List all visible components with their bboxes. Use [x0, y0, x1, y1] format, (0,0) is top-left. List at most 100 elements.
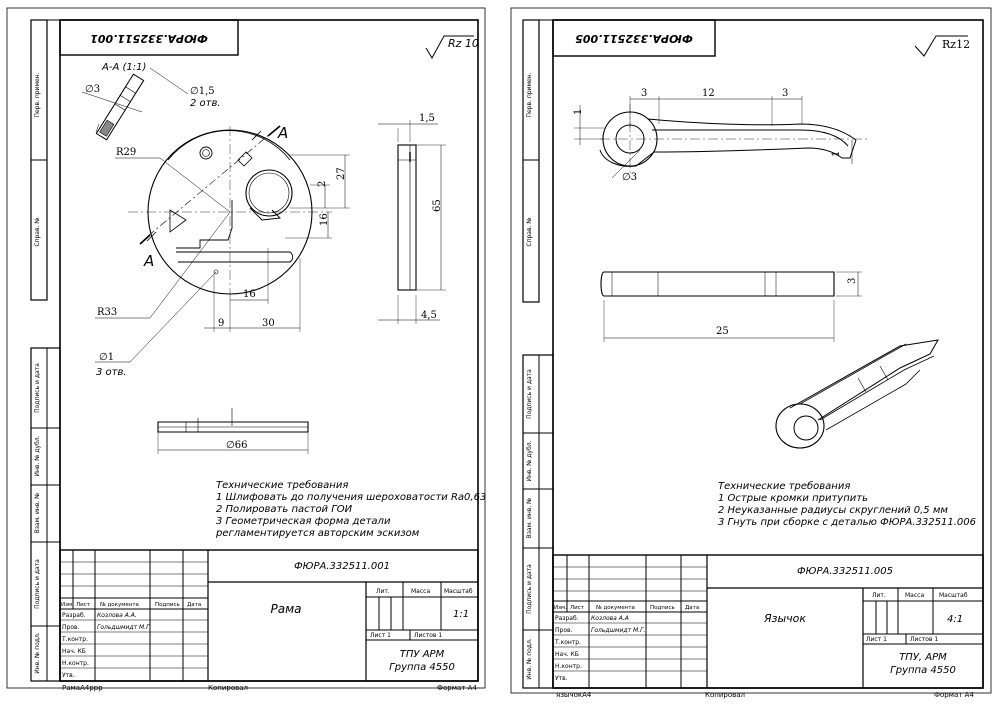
sheet1-dim16-horizontal: 16: [243, 289, 256, 300]
sheet1-req-line: 3 Геометрическая форма детали: [216, 516, 391, 527]
stamp-group: Группа 4550: [389, 662, 455, 673]
sheet2-req-line: 2 Неуказанные радиусы скруглений 0,5 мм: [718, 505, 948, 516]
stamp-sheets: Листов 1: [910, 636, 938, 643]
sheet1-holes3: 3 отв.: [96, 367, 127, 378]
sheet1-dim65: 65: [432, 199, 443, 212]
sheet1-dim2: 2: [317, 181, 328, 187]
stamp-header: Дата: [187, 602, 201, 608]
footer-filename: РамаА4ррр: [62, 684, 103, 692]
sheet1-dim16-vertical: 16: [319, 213, 330, 226]
side-label: Взам. инв. №: [34, 493, 41, 534]
sheet2-stamp-name: Язычок: [763, 612, 806, 625]
side-label: Подпись и дата: [526, 564, 533, 614]
sheet2-stamp-code: ФЮРА.332511.005: [797, 566, 893, 577]
sheet1-req-line: 2 Полировать пастой ГОИ: [216, 504, 353, 515]
sheet2-dim3c: 3: [847, 278, 858, 284]
stamp-header: Подпись: [155, 602, 180, 608]
side-label: Перв. примен.: [34, 72, 41, 117]
stamp-role: Пров.: [62, 624, 80, 631]
sheet1-dim9: 9: [218, 318, 224, 329]
stamp-person: Гольдшмидт М.Г.: [591, 627, 645, 634]
stamp-role: Т.контр.: [554, 639, 581, 646]
stamp-header: Масса: [411, 588, 430, 595]
stamp-person: Гольдшмидт М.Г.: [97, 624, 151, 631]
stamp-org: ТПУ, АРМ: [899, 652, 947, 663]
sheet1-cut-a-bottom: А: [143, 252, 154, 270]
sheet2-code-mirrored: ФЮРА.332511.005: [575, 32, 693, 45]
side-label: Подпись и дата: [526, 369, 533, 419]
sheet-1-labels: ФЮРА.332511.001 Rz 10 А-А (1:1) ∅3 ∅1,5 …: [34, 32, 486, 692]
stamp-org: ТПУ АРМ: [400, 649, 445, 660]
stamp-header: Изм.: [554, 605, 567, 611]
sheet1-stamp-code: ФЮРА.332511.001: [294, 561, 390, 572]
stamp-role: Пров.: [555, 627, 573, 634]
sheet1-cut-a-top: А: [277, 124, 288, 142]
sheet1-dia15: ∅1,5: [190, 86, 215, 97]
side-label: Перв. примен.: [526, 72, 533, 117]
footer-format: Формат А4: [437, 684, 477, 692]
side-label: Взам. инв. №: [526, 498, 533, 539]
stamp-role: Утв.: [62, 672, 75, 679]
stamp-role: Нач. КБ: [62, 648, 86, 655]
stamp-header: Дата: [685, 605, 699, 611]
footer-copy: Копировал: [208, 684, 248, 692]
side-label: Подпись и дата: [34, 559, 41, 609]
stamp-role: Разраб.: [555, 615, 579, 622]
sheet1-req-title: Технические требования: [216, 479, 348, 491]
sheet2-dim1a: 1: [573, 109, 584, 115]
sheet1-roughness: Rz 10: [448, 37, 479, 50]
stamp-role: Н.контр.: [555, 663, 582, 670]
sheet1-dim1-5: 1,5: [419, 113, 435, 124]
sheet2-roughness: Rz12: [942, 38, 970, 51]
stamp-scale: 4:1: [947, 614, 963, 625]
sheet1-dim27: 27: [336, 167, 347, 180]
stamp-group: Группа 4550: [890, 665, 956, 676]
sheet1-dim30: 30: [262, 318, 275, 329]
sheet1-dia1: ∅1: [99, 352, 114, 363]
stamp-header: Лит.: [376, 588, 390, 595]
side-label: Инв. № дубл.: [526, 440, 533, 481]
sheet1-r29: R29: [116, 147, 136, 158]
sheet1-code-mirrored: ФЮРА.332511.001: [90, 32, 208, 45]
sheet2-req-line: 3 Гнуть при сборке с деталью ФЮРА.332511…: [718, 516, 976, 528]
sheet-1: [6, 7, 486, 689]
sheet-2: [510, 7, 992, 694]
footer-format: Формат А4: [934, 691, 974, 699]
stamp-role: Нач. КБ: [555, 651, 579, 658]
stamp-role: Утв.: [555, 675, 568, 682]
sheet1-dia66: ∅66: [226, 440, 247, 451]
sheet2-dim25: 25: [716, 326, 729, 337]
stamp-header: Лист: [76, 602, 91, 608]
stamp-sheets: Листов 1: [414, 632, 442, 639]
stamp-sheet: Лист 1: [370, 632, 391, 639]
sheet1-dia3: ∅3: [85, 84, 100, 95]
sheet2-req-title: Технические требования: [718, 480, 850, 492]
sheet2-req-line: 1 Острые кромки притупить: [718, 493, 868, 504]
sheet2-dim3b: 3: [782, 88, 788, 99]
sheet1-req-line: регламентируется авторским эскизом: [215, 528, 420, 539]
sheet2-dim1b: 1: [831, 151, 842, 157]
stamp-sheet: Лист 1: [866, 636, 887, 643]
stamp-header: Масштаб: [444, 588, 473, 595]
sheet2-dim12: 12: [702, 88, 715, 99]
stamp-scale: 1:1: [453, 609, 469, 620]
side-label: Инв. № подл.: [34, 632, 41, 673]
sheet1-stamp-name: Рама: [271, 602, 302, 616]
stamp-header: Масса: [905, 592, 924, 599]
sheet1-dim4-5: 4,5: [421, 310, 437, 321]
side-label: Справ. №: [526, 217, 533, 246]
stamp-header: Лит.: [872, 592, 886, 599]
sheet1-section-label: А-А (1:1): [101, 62, 146, 73]
sheet1-r33: R33: [97, 307, 117, 318]
sheet1-req-line: 1 Шлифовать до получения шероховатости R…: [216, 492, 486, 503]
stamp-role: Т.контр.: [61, 636, 88, 643]
stamp-header: Лист: [570, 605, 585, 611]
stamp-header: Изм.: [61, 602, 74, 608]
side-label: Подпись и дата: [34, 363, 41, 413]
stamp-person: Козлова А.А.: [97, 612, 137, 619]
stamp-header: № документа: [596, 605, 635, 611]
sheet2-dia3: ∅3: [622, 172, 637, 183]
sheet1-holes2: 2 отв.: [190, 98, 221, 109]
stamp-header: Подпись: [650, 605, 675, 611]
